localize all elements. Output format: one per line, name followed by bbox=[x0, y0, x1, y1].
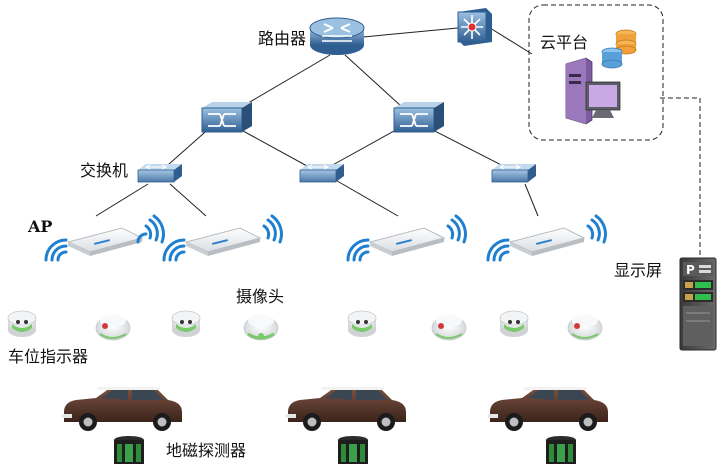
access-points bbox=[44, 214, 607, 262]
indicator-icon bbox=[347, 310, 377, 337]
indicator-icon bbox=[7, 310, 37, 337]
link-switch-1-ap-1 bbox=[95, 183, 149, 217]
sensor-row bbox=[7, 310, 603, 341]
display-logo: P bbox=[686, 263, 695, 277]
access-point-icon bbox=[162, 214, 283, 262]
link-switch-2-ap-3 bbox=[331, 177, 399, 217]
indicator-icon bbox=[499, 310, 529, 337]
link-router-firewall bbox=[362, 27, 459, 38]
camera-icon bbox=[95, 315, 131, 341]
cloud-platform-frame bbox=[528, 4, 664, 141]
detector-icon bbox=[546, 436, 576, 464]
access-switch-icon bbox=[491, 164, 536, 183]
link-firewall-cloud bbox=[489, 27, 533, 55]
camera-label: 摄像头 bbox=[236, 287, 284, 306]
camera-icon bbox=[243, 315, 279, 341]
display-screen-label: 显示屏 bbox=[614, 261, 662, 280]
link-core-left-switch-2 bbox=[233, 125, 319, 173]
indicator-icon bbox=[171, 310, 201, 337]
cloud-platform: 云平台 bbox=[528, 4, 664, 141]
detector-icon bbox=[338, 436, 368, 464]
access-switch-icon bbox=[299, 164, 344, 183]
link-switch-4-ap-4 bbox=[524, 183, 539, 217]
firewall-icon bbox=[457, 8, 492, 46]
switch-label: 交换机 bbox=[80, 161, 128, 180]
access-point-icon bbox=[486, 214, 607, 262]
cars bbox=[62, 387, 608, 431]
car-icon bbox=[62, 387, 182, 431]
camera-icon bbox=[431, 315, 467, 341]
geomagnetic-detector-label: 地磁探测器 bbox=[166, 441, 246, 460]
core-switch-icon bbox=[201, 102, 252, 133]
ap-label: AP bbox=[27, 217, 52, 236]
detectors bbox=[114, 436, 576, 464]
access-switch-icon bbox=[137, 164, 182, 183]
camera-icon bbox=[567, 315, 603, 341]
access-switches bbox=[137, 164, 536, 183]
car-icon bbox=[286, 387, 406, 431]
access-point-icon bbox=[346, 214, 467, 262]
router-icon bbox=[309, 17, 365, 55]
access-point-icon bbox=[44, 214, 165, 262]
car-icon bbox=[488, 387, 608, 431]
detector-icon bbox=[114, 436, 144, 464]
core-switch-icon bbox=[393, 102, 444, 133]
cloud-platform-label: 云平台 bbox=[540, 33, 588, 52]
router-label: 路由器 bbox=[258, 29, 306, 48]
link-switch-1-ap-2 bbox=[169, 183, 207, 217]
link-cloud-display bbox=[660, 97, 701, 260]
connection-lines bbox=[95, 27, 701, 260]
server-icon bbox=[565, 57, 621, 125]
database-icon bbox=[601, 29, 637, 69]
display-icon: P bbox=[679, 257, 717, 351]
space-indicator-label: 车位指示器 bbox=[8, 347, 88, 366]
